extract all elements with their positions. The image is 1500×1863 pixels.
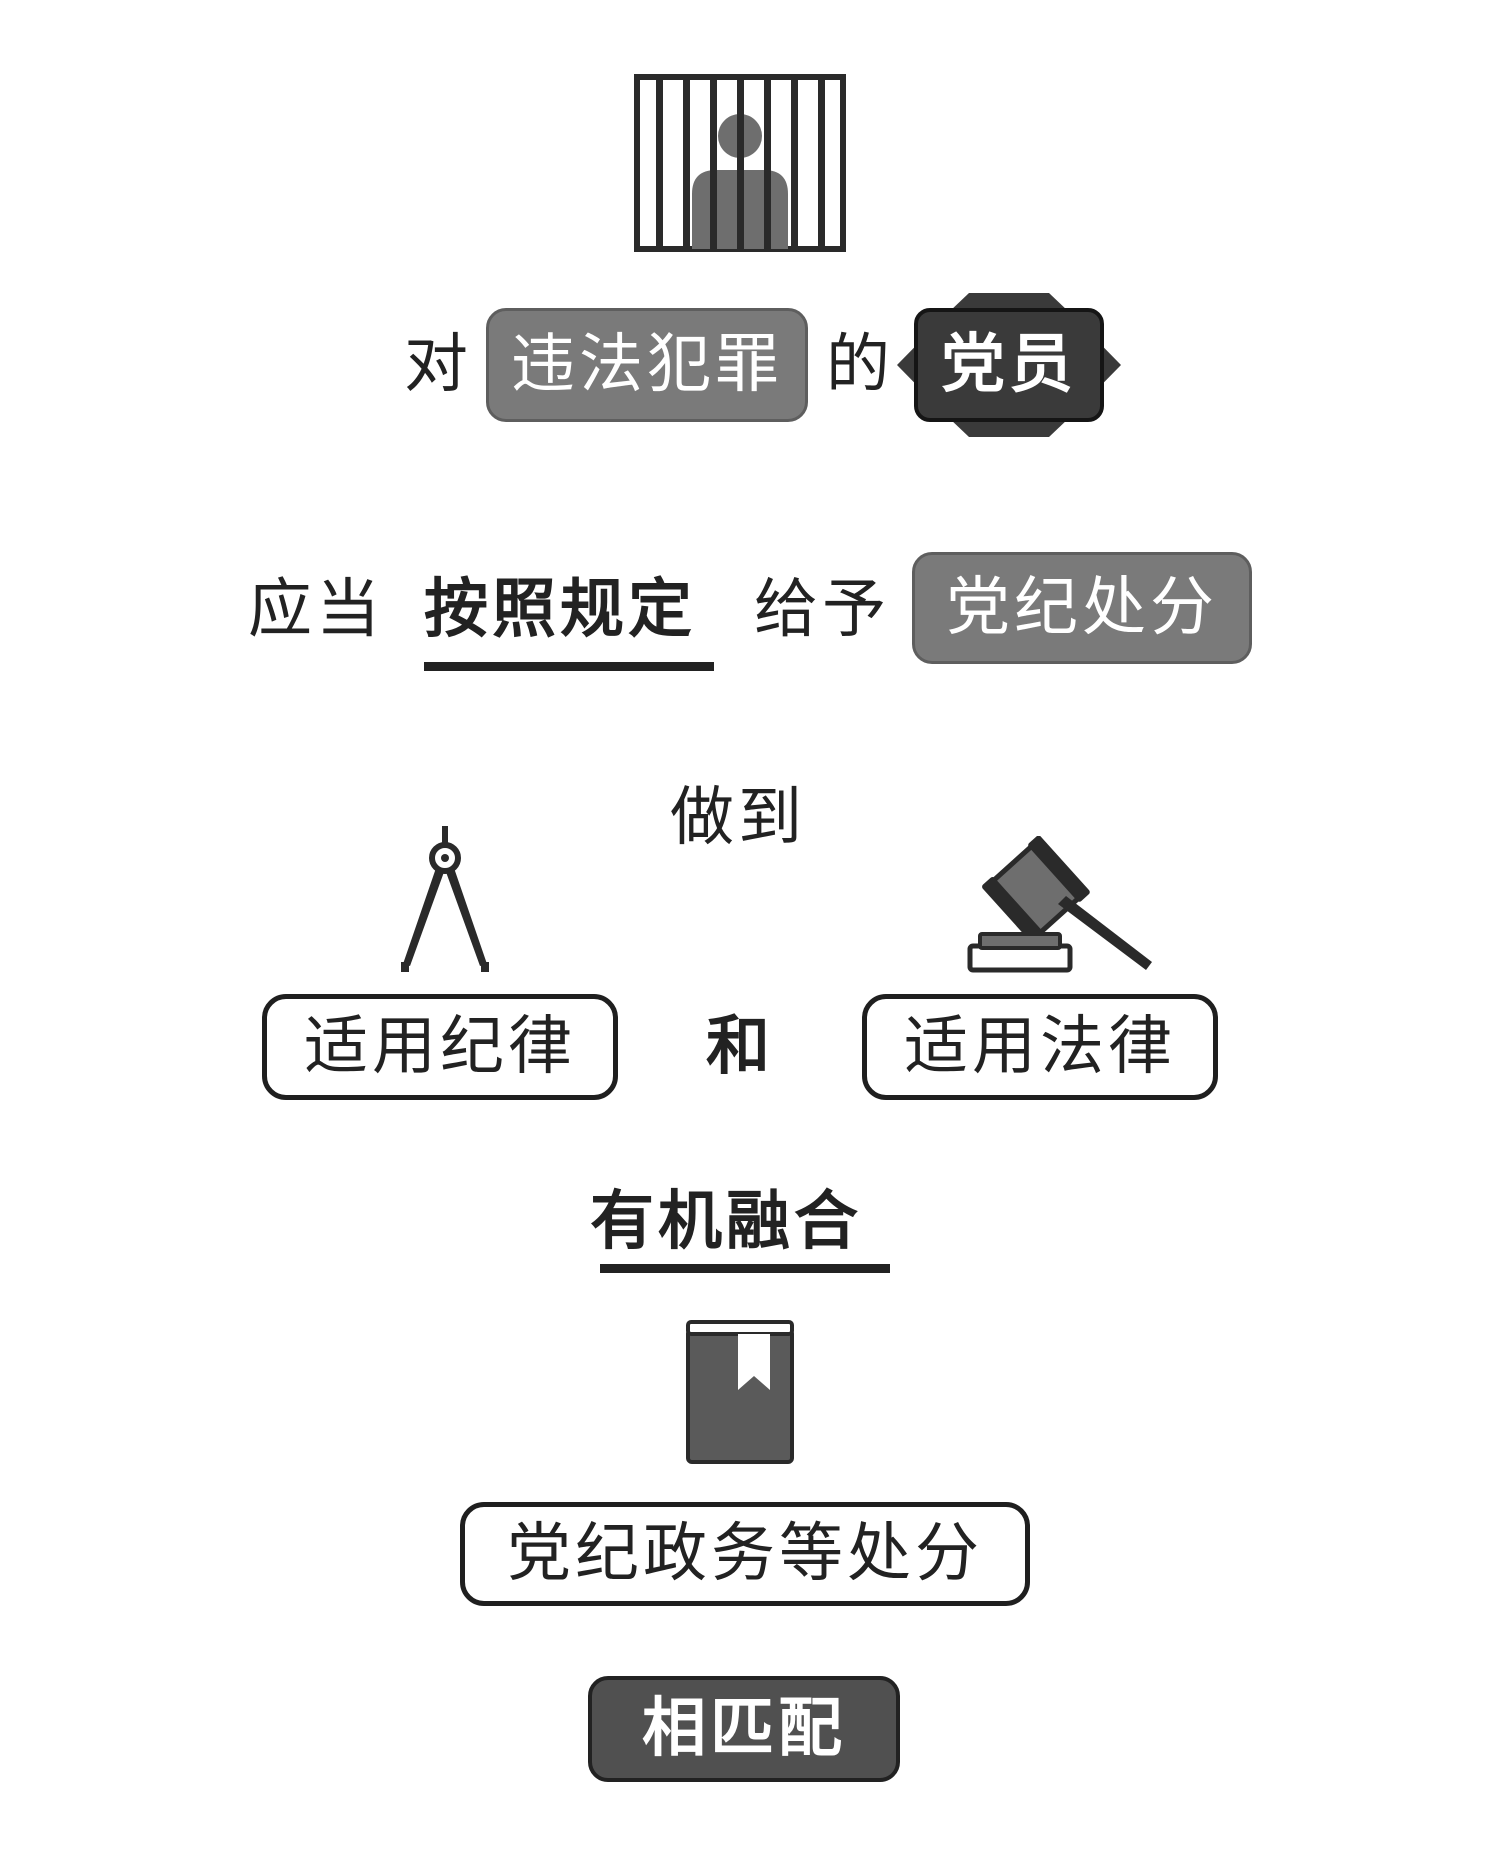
penalties-box: 党纪政务等处分: [460, 1502, 1030, 1606]
badge-shape-icon: [897, 293, 1121, 437]
line2-emphasis: 按照规定: [424, 573, 696, 647]
line2-prefix: 应当: [248, 573, 384, 647]
line2-middle: 给予: [754, 573, 890, 647]
line2-highlight-box: 党纪处分: [912, 552, 1252, 664]
gavel-icon: [966, 835, 1162, 974]
line1-prefix: 对: [404, 328, 472, 402]
law-box: 适用法律: [862, 994, 1218, 1100]
discipline-box: 适用纪律: [262, 994, 618, 1100]
line5-emphasis-underline: [600, 1264, 890, 1273]
match-box: 相匹配: [588, 1676, 900, 1782]
line1-middle: 的: [826, 328, 894, 402]
book-icon: [686, 1320, 796, 1464]
line1-highlight-box: 违法犯罪: [486, 308, 808, 422]
compass-icon: [398, 826, 492, 974]
prison-person-icon: [634, 74, 846, 252]
line4-connector: 和: [706, 1010, 774, 1084]
line2-emphasis-underline: [424, 662, 714, 671]
line3-text: 做到: [670, 781, 806, 855]
party-member-badge: 党员: [894, 290, 1124, 440]
badge-label: 党员: [941, 328, 1077, 402]
line5-emphasis: 有机融合: [590, 1185, 862, 1259]
